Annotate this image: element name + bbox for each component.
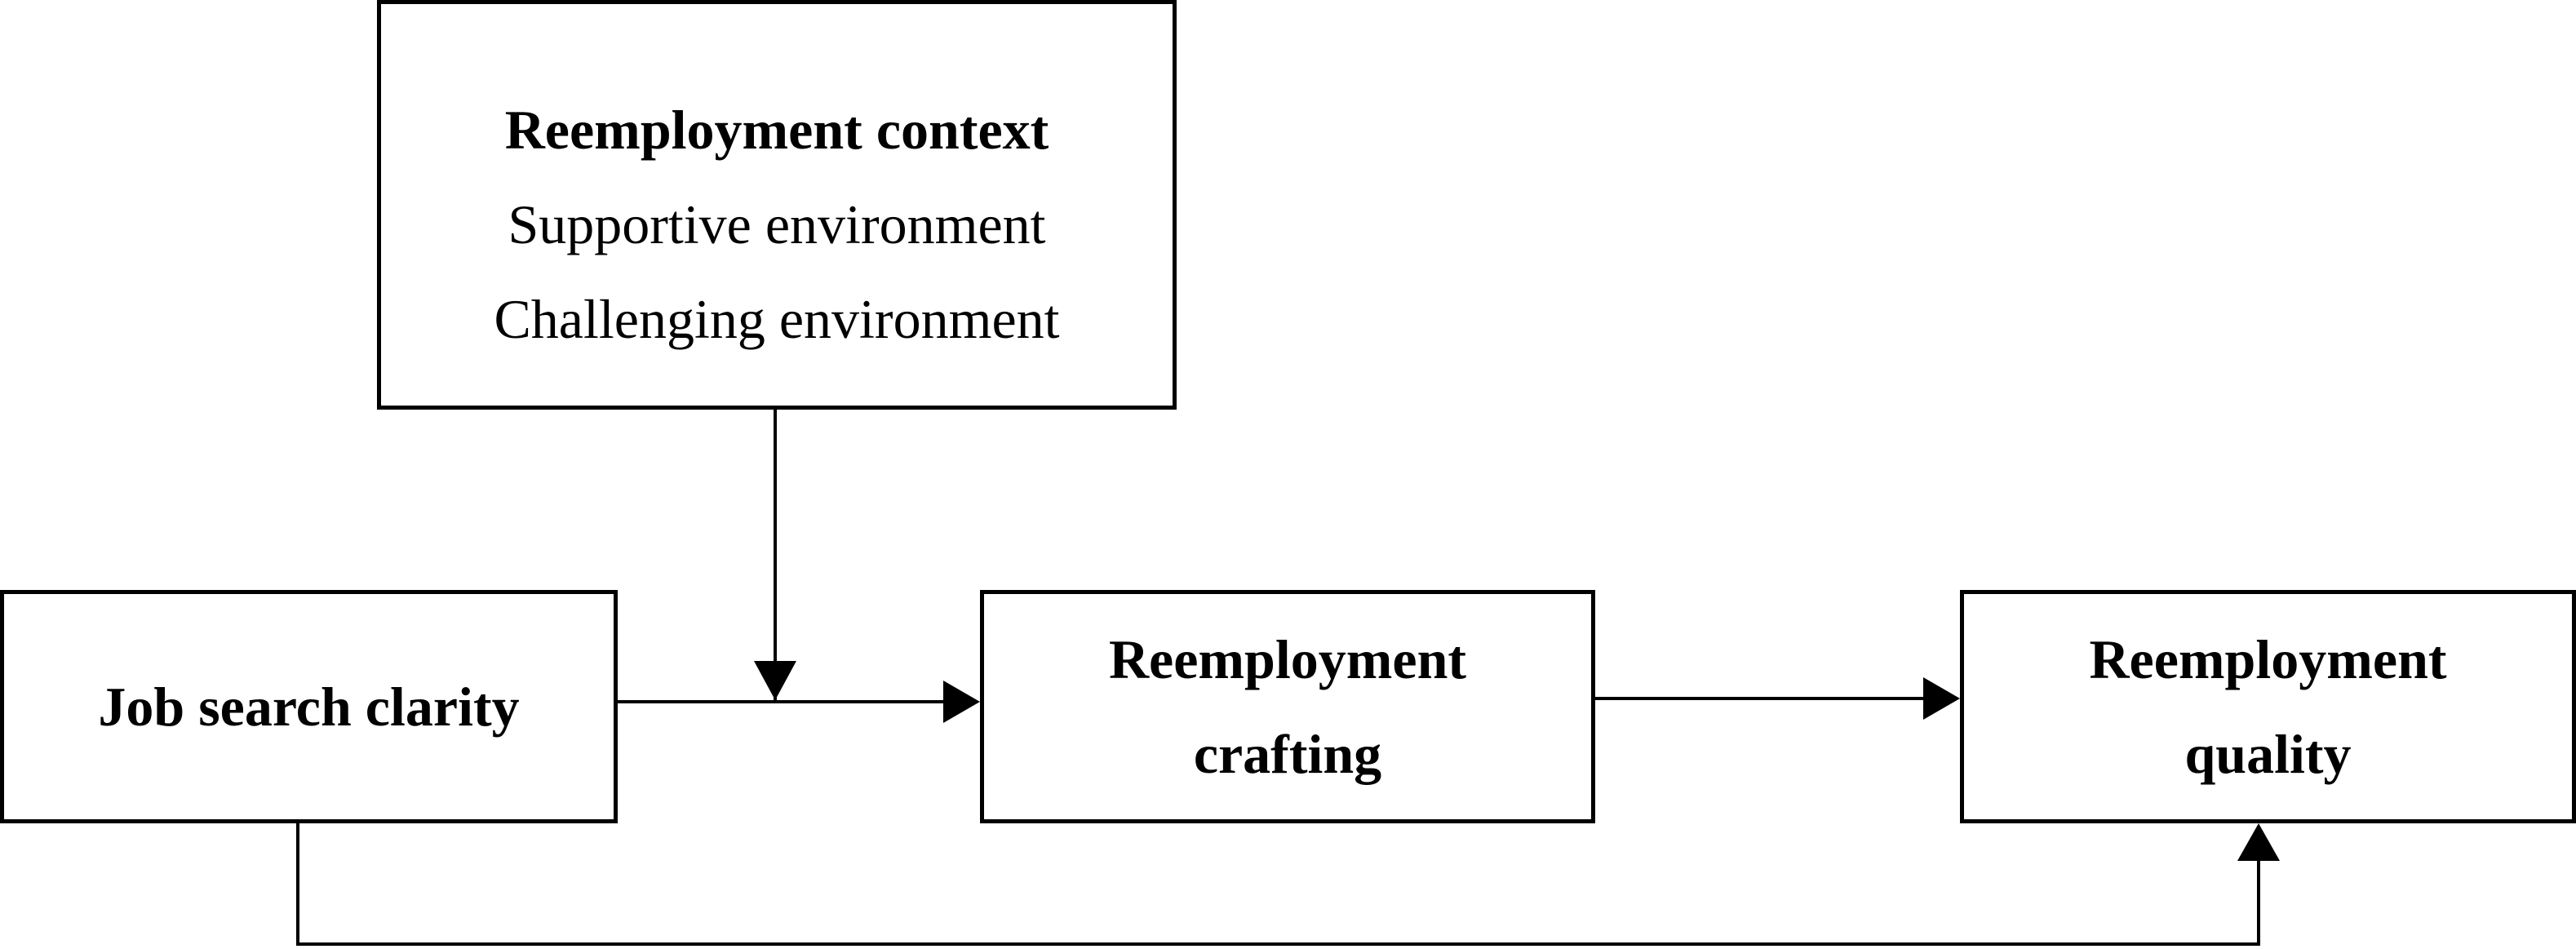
reemployment-quality-label: Reemployment quality	[2089, 628, 2447, 785]
clarity-to-crafting-arrowhead	[943, 681, 980, 723]
crafting-to-quality-arrowhead	[1923, 677, 1960, 720]
reemployment-context-box: Reemployment context Supportive environm…	[377, 0, 1177, 410]
reemployment-crafting-box: Reemployment crafting	[980, 590, 1595, 823]
job-search-clarity-box: Job search clarity	[0, 590, 618, 823]
challenging-environment-label: Challenging environment	[494, 288, 1060, 350]
clarity-to-quality-direct-arrow	[296, 823, 2260, 946]
reemployment-context-title: Reemployment context	[504, 99, 1049, 161]
reemployment-crafting-label: Reemployment crafting	[1108, 628, 1467, 785]
job-search-clarity-label: Job search clarity	[98, 676, 520, 738]
supportive-environment-label: Supportive environment	[508, 193, 1046, 255]
moderation-arrowhead	[754, 661, 796, 700]
clarity-to-quality-arrowhead	[2237, 823, 2280, 861]
reemployment-quality-box: Reemployment quality	[1960, 590, 2576, 823]
